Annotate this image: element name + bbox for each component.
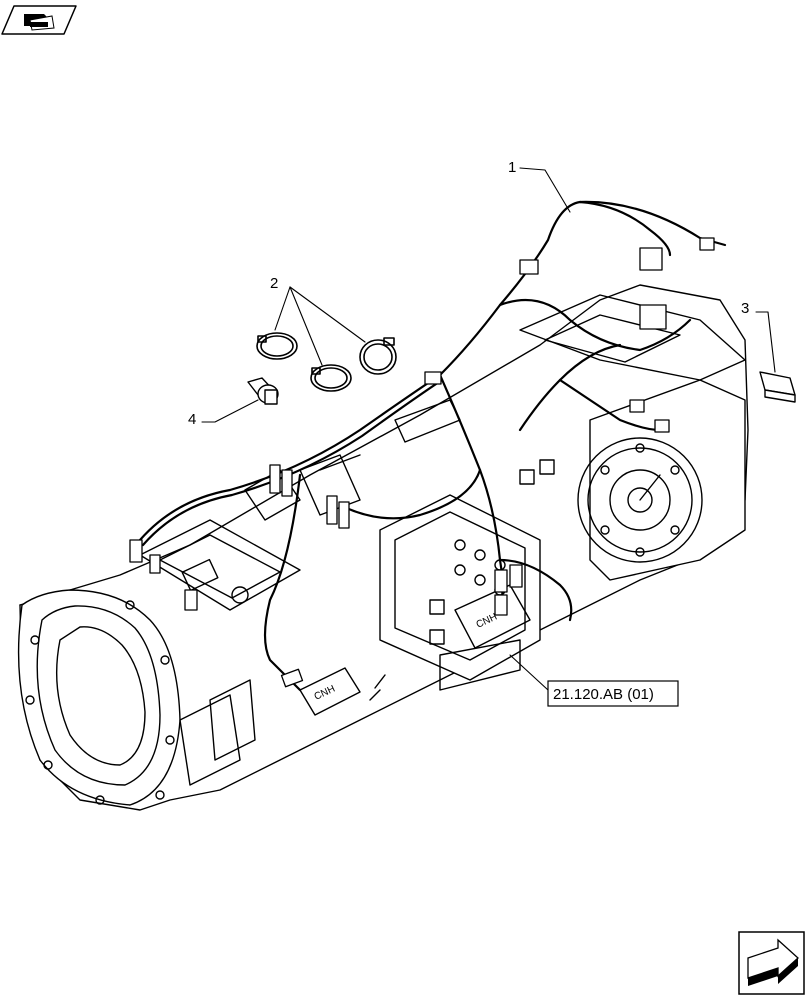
harness-connectors bbox=[129, 237, 715, 688]
callout-1: 1 bbox=[508, 159, 516, 176]
next-page-arrow-icon[interactable] bbox=[738, 931, 805, 995]
clip-part bbox=[759, 371, 796, 403]
wire-harness bbox=[138, 200, 727, 692]
callout-4: 4 bbox=[188, 411, 196, 428]
leader-lines bbox=[201, 167, 776, 691]
callout-2: 2 bbox=[270, 275, 278, 292]
transmission-housing: CNH CNH bbox=[17, 284, 749, 811]
book-pointer-icon[interactable] bbox=[1, 5, 77, 35]
reference-link[interactable]: 21.120.AB (01) bbox=[547, 680, 679, 707]
reference-label[interactable]: 21.120.AB (01) bbox=[553, 686, 654, 703]
sensor-plug bbox=[247, 377, 279, 405]
callout-3: 3 bbox=[741, 300, 749, 317]
svg-text:CNH: CNH bbox=[313, 684, 337, 703]
cable-ties bbox=[256, 332, 397, 392]
